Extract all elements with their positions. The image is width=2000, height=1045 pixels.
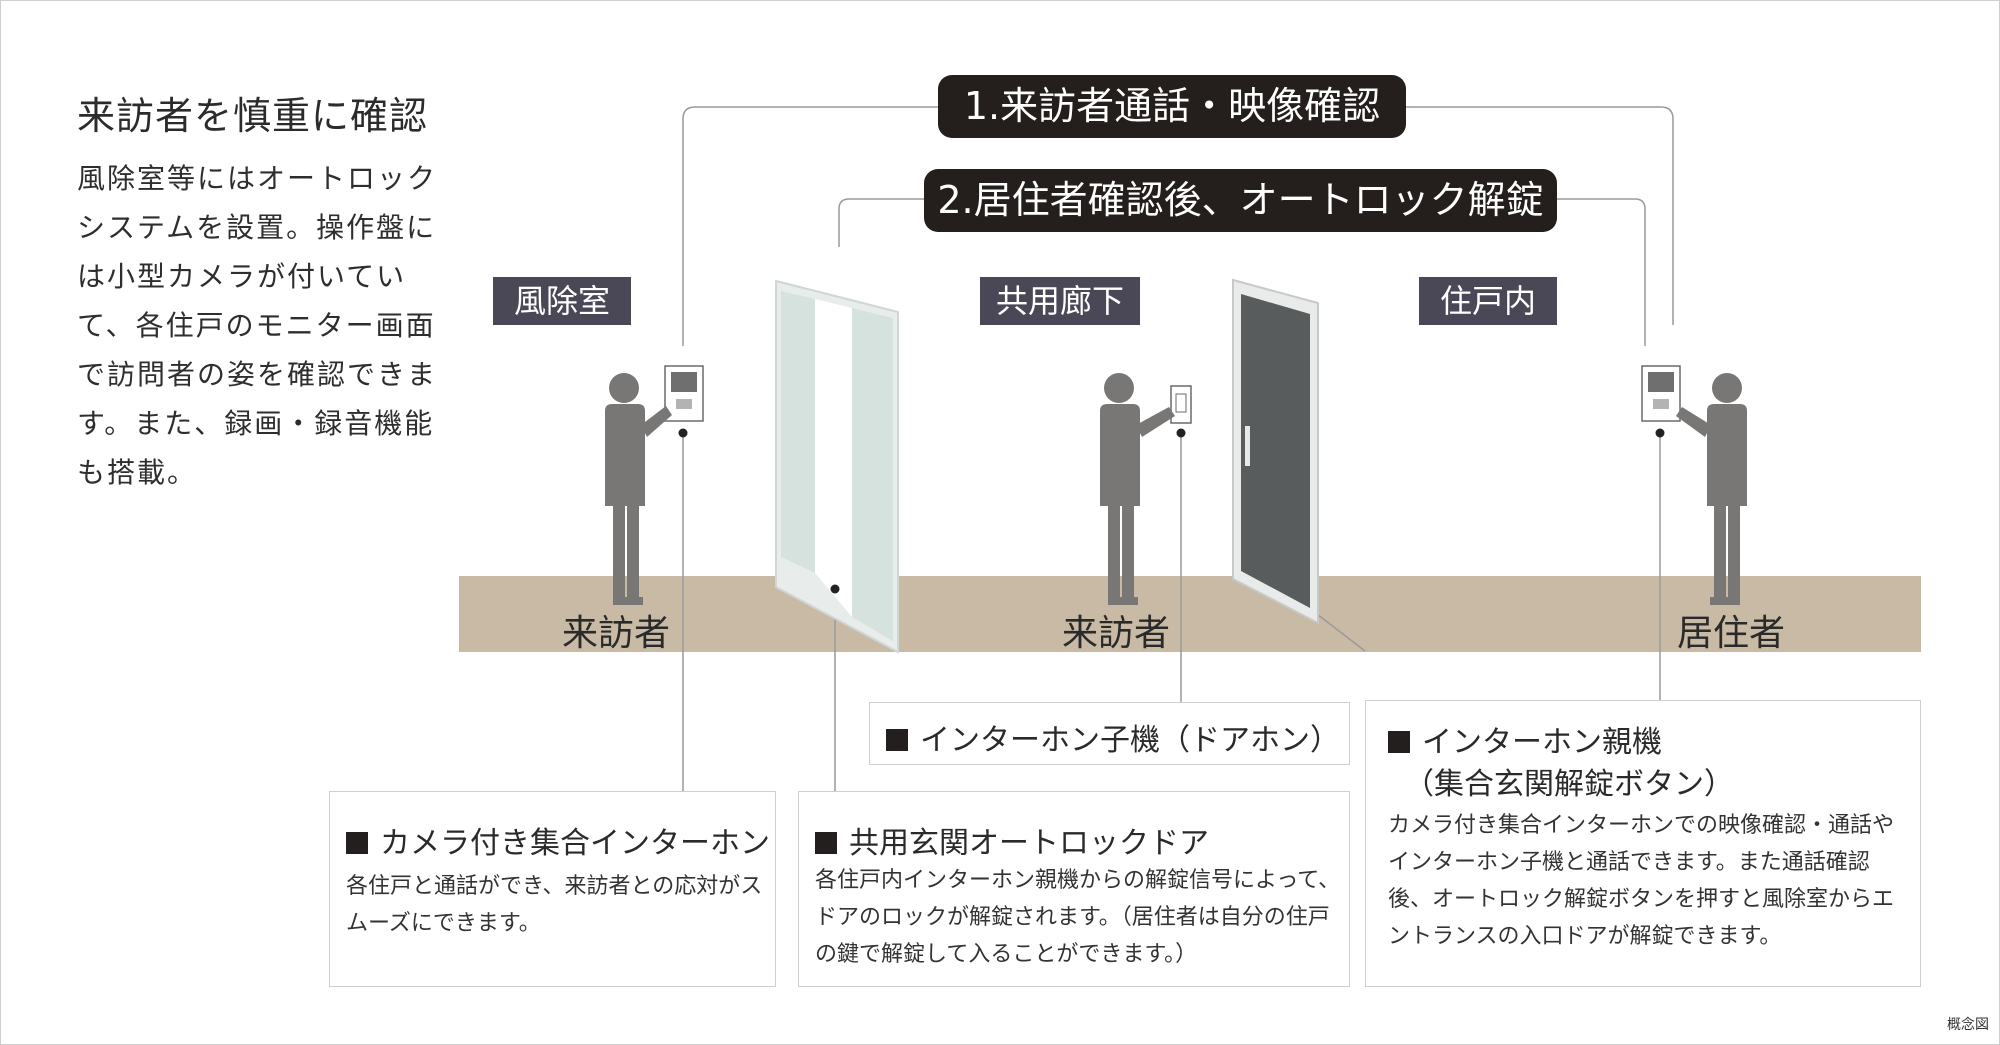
callout-autolock-door: 共用玄関オートロックドア 各住戸内インターホン親機からの解錠信号によって、ドアの… xyxy=(798,791,1350,987)
callout-camera-intercom-title: カメラ付き集合インターホン xyxy=(346,818,770,862)
callout-master-unit: インターホン親機 （集合玄関解錠ボタン） カメラ付き集合インターホンでの映像確認… xyxy=(1365,700,1921,987)
zone-corridor: 共用廊下 xyxy=(980,277,1140,325)
residence-dark-door xyxy=(1232,278,1319,625)
callout-autolock-door-text: 各住戸内インターホン親機からの解錠信号によって、ドアのロックが解錠されます。（居… xyxy=(815,868,1341,967)
step-2-label: 2.居住者確認後、オートロック解錠 xyxy=(924,169,1557,232)
door-shadow-line xyxy=(1312,610,1366,652)
square-bullet-icon xyxy=(1388,731,1410,753)
dot-door-phone xyxy=(1176,428,1186,438)
person-label-resident: 居住者 xyxy=(1676,613,1785,654)
visitor-figure-2 xyxy=(1100,373,1175,605)
resident-figure xyxy=(1676,373,1747,605)
visitor-figure-1 xyxy=(605,373,672,605)
square-bullet-icon xyxy=(346,832,368,854)
callout-master-unit-title: インターホン親機 xyxy=(1388,717,1662,761)
step-1-label: 1.来訪者通話・映像確認 xyxy=(938,75,1406,138)
floor-band xyxy=(459,576,1921,652)
autolock-glass-door xyxy=(775,279,899,654)
person-label-visitor-2: 来訪者 xyxy=(1061,613,1170,654)
zone-vestibule: 風除室 xyxy=(493,277,631,325)
zone-residence: 住戸内 xyxy=(1419,277,1557,325)
camera-intercom-panel xyxy=(664,365,704,422)
callout-camera-intercom: カメラ付き集合インターホン 各住戸と通話ができ、来訪者との応対がスムーズにできま… xyxy=(329,791,776,987)
intro-title: 来訪者を慎重に確認 xyxy=(77,94,429,138)
dot-camera-intercom xyxy=(678,428,688,438)
callout-camera-intercom-text: 各住戸と通話ができ、来訪者との応対がスムーズにできます。 xyxy=(346,874,763,936)
step1-line-right xyxy=(1406,106,1674,325)
callout-master-unit-text: カメラ付き集合インターホンでの映像確認・通話やインターホン子機と通話できます。ま… xyxy=(1388,813,1895,949)
square-bullet-icon xyxy=(886,729,908,751)
step1-line-left xyxy=(682,106,938,346)
person-label-visitor-1: 来訪者 xyxy=(561,613,670,654)
concept-note: 概念図 xyxy=(1947,1017,1989,1033)
callout-door-phone: インターホン子機（ドアホン） xyxy=(869,702,1350,765)
square-bullet-icon xyxy=(815,832,837,854)
callout-door-phone-title: インターホン子機（ドアホン） xyxy=(886,715,1340,759)
callout-master-unit-subtitle: （集合玄関解錠ボタン） xyxy=(1404,767,1734,802)
intro-body: 風除室等にはオートロックシステムを設置。操作盤には小型カメラが付いていて、各住戸… xyxy=(77,162,438,489)
callout-autolock-door-title: 共用玄関オートロックドア xyxy=(815,818,1209,862)
step2-line-right xyxy=(1557,198,1646,346)
door-phone-unit xyxy=(1170,385,1192,424)
step2-line-left xyxy=(838,198,924,247)
master-intercom-unit xyxy=(1641,365,1681,422)
dot-master-unit xyxy=(1655,428,1665,438)
